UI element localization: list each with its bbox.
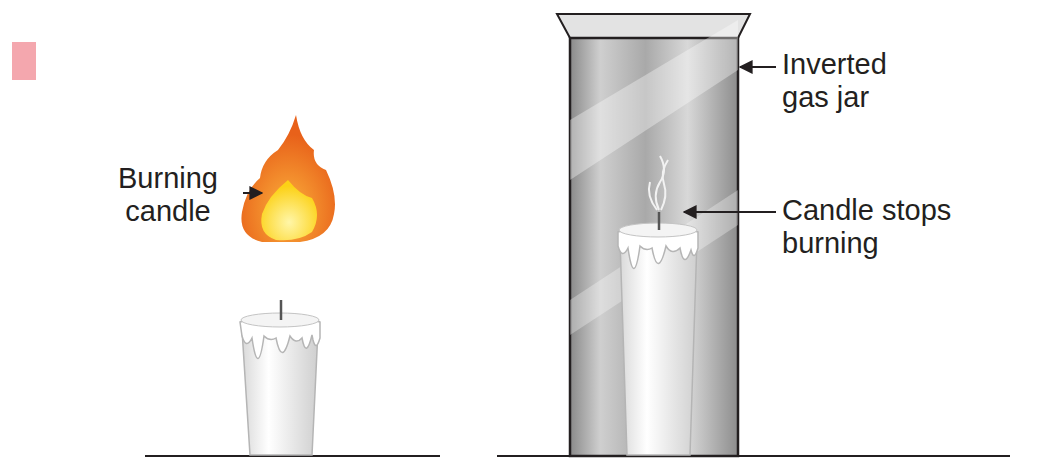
smoke [649,156,668,210]
leader-arrow [243,192,262,194]
callout-label: Candle stops burning [782,194,1002,260]
extinguished-candle [618,156,698,455]
callout-label: Burning candle [98,162,238,228]
callout-label: Inverted gas jar [782,48,932,114]
flame [241,115,335,242]
leader-arrow [740,66,776,68]
leader-arrow [684,211,776,213]
burning-candle [240,115,335,455]
corner-mark [12,42,36,80]
gas-jar [557,14,750,456]
